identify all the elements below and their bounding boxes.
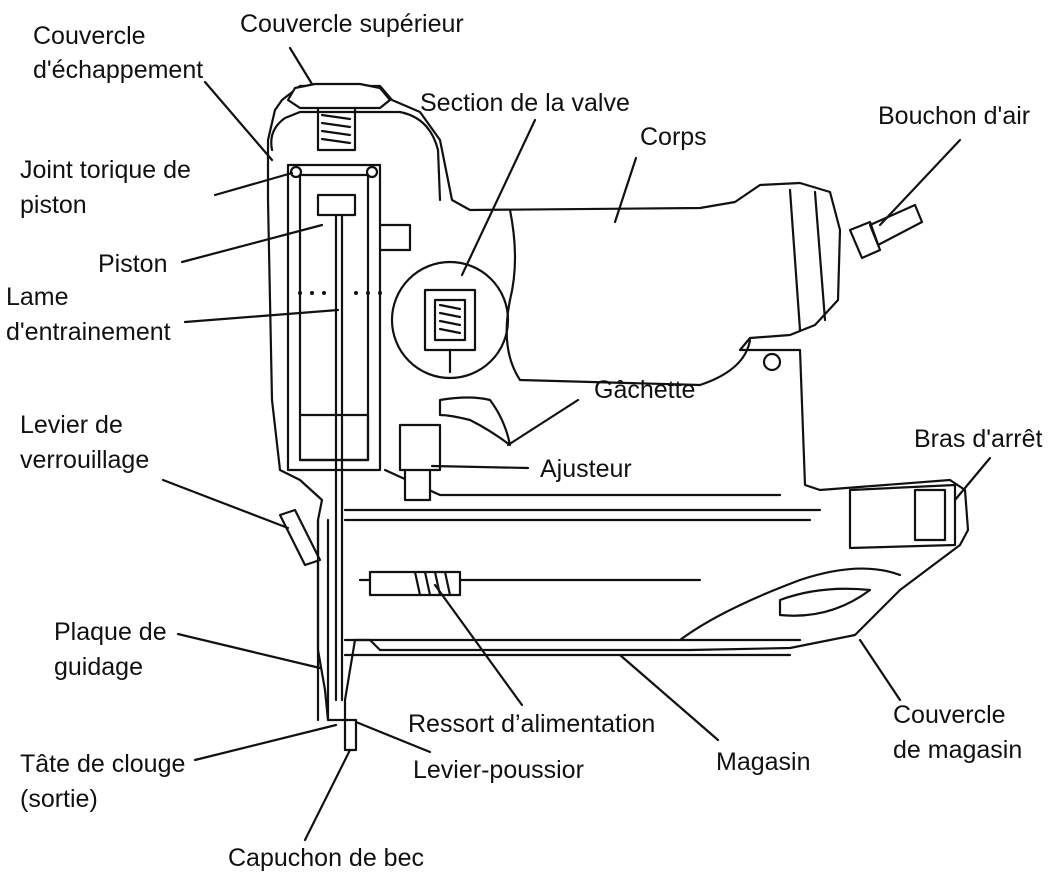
air-fitting (848, 203, 924, 260)
label-bras-arret: Bras d'arrêt (914, 425, 1042, 453)
leader-piston (180, 223, 324, 264)
magazine-rail-top (343, 508, 822, 522)
guide-plate (316, 518, 330, 722)
leader-tete-clouge (193, 723, 338, 762)
leader-bouchon-air (878, 138, 962, 227)
leader-capuchon-bec (303, 748, 352, 842)
piston-oring-right (365, 165, 379, 179)
valve-internals (423, 288, 477, 374)
piston-head (316, 193, 357, 217)
magazine-cover (678, 567, 902, 642)
adjuster (398, 423, 442, 502)
label-levier-verrouillage-l2: verrouillage (20, 446, 149, 474)
top-cap (286, 82, 392, 110)
cap-spring (316, 106, 357, 152)
leader-ajusteur (430, 464, 530, 470)
label-tete-clouge-l1: Tâte de clouge (20, 750, 185, 778)
leader-bras-arret (953, 456, 992, 502)
label-ajusteur: Ajusteur (540, 455, 632, 483)
leader-gachette (506, 398, 580, 447)
leader-couvercle-superieur (288, 46, 314, 86)
leader-ressort (433, 583, 524, 707)
label-tete-clouge-l2: (sortie) (20, 785, 98, 813)
stop-arm (848, 483, 957, 550)
cylinder-dots (298, 291, 382, 295)
housing-right-wall (378, 223, 782, 497)
label-magasin: Magasin (716, 748, 811, 776)
label-corps: Corps (640, 123, 707, 151)
leader-levier-poussoir (354, 720, 432, 754)
label-levier-verrouillage-l1: Levier de (20, 411, 123, 439)
cylinder (286, 163, 382, 472)
label-capuchon-bec: Capuchon de bec (228, 844, 424, 872)
leader-lines (161, 46, 992, 842)
label-levier-poussoir: Levier-poussior (413, 756, 584, 784)
feed-spring (368, 570, 462, 597)
label-lame-l2: d'entrainement (6, 318, 171, 346)
nailer-drawing (266, 82, 970, 752)
leader-levier-verrouillage (161, 478, 290, 530)
labels: Couvercle d'échappement Couvercle supéri… (6, 10, 1042, 872)
lock-lever (278, 508, 322, 567)
label-joint-torique-l1: Joint torique de (20, 156, 191, 184)
exhaust-cover (270, 110, 442, 202)
label-plaque-guidage-l2: guidage (54, 653, 143, 681)
label-joint-torique-l2: piston (20, 191, 87, 219)
leader-couvercle-magasin (858, 638, 902, 702)
leader-joint-torique (213, 171, 294, 197)
label-ressort: Ressort d’alimentation (408, 710, 655, 738)
label-lame-l1: Lame (6, 283, 69, 311)
label-couvercle-superieur: Couvercle supérieur (240, 10, 464, 38)
label-couvercle-echappement-l2: d'échappement (33, 56, 203, 84)
piston-oring-left (289, 165, 303, 179)
leader-magasin (618, 653, 720, 742)
grip (505, 208, 752, 387)
label-gachette: Gâchette (594, 376, 695, 404)
label-couvercle-echappement-l1: Couvercle (33, 22, 146, 50)
driver-blade (334, 213, 344, 702)
magazine-cover-detail (778, 587, 872, 617)
leader-plaque-guidage (176, 632, 322, 670)
leader-corps (613, 156, 638, 224)
label-section-valve: Section de la valve (420, 89, 630, 117)
leader-section-valve (460, 118, 537, 277)
label-couvercle-magasin-l1: Couvercle (893, 701, 1006, 729)
label-piston: Piston (98, 250, 167, 278)
label-couvercle-magasin-l2: de magasin (893, 736, 1022, 764)
leader-couvercle-echappement (203, 80, 274, 162)
end-screw (762, 352, 782, 372)
leader-lame (183, 308, 340, 324)
end-cap (788, 188, 827, 332)
nose-cap (343, 718, 358, 752)
bumper (298, 413, 370, 462)
label-bouchon-air: Bouchon d'air (878, 102, 1030, 130)
label-plaque-guidage-l1: Plaque de (54, 618, 167, 646)
